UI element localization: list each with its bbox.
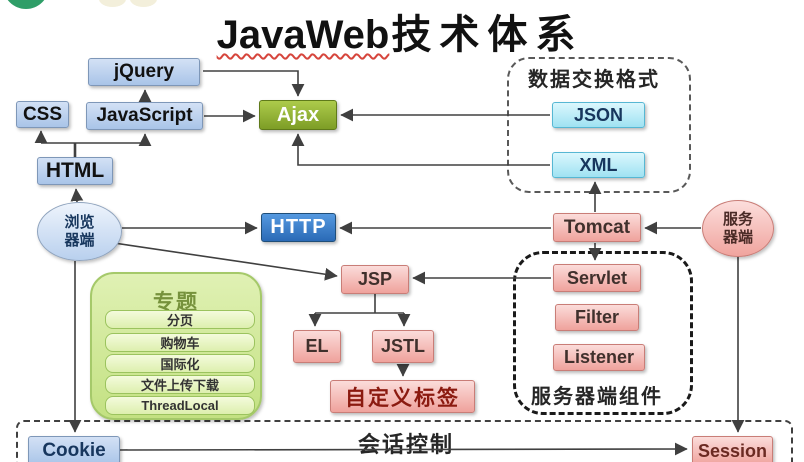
topic-item-threadlocal: ThreadLocal — [105, 396, 255, 415]
browser-label-line1: 浏览 — [64, 214, 95, 232]
title-latin: JavaWeb — [216, 13, 390, 57]
node-browser-client: 浏览 器端 — [37, 202, 122, 261]
node-jquery: jQuery — [88, 58, 200, 86]
topics-label: 专题 — [153, 291, 199, 314]
node-xml: XML — [552, 152, 645, 178]
group-server-components-label: 服务器端组件 — [531, 386, 663, 408]
node-css: CSS — [16, 101, 69, 128]
node-ajax: Ajax — [259, 100, 337, 130]
topic-item-upload: 文件上传下载 — [105, 375, 255, 394]
node-jstl: JSTL — [372, 330, 434, 363]
page-title: JavaWeb技术体系 — [40, 2, 760, 60]
node-filter: Filter — [555, 304, 639, 331]
title-cjk: 技术体系 — [391, 12, 584, 57]
group-server-components — [513, 251, 693, 415]
node-http: HTTP — [261, 213, 336, 242]
node-custom-tag: 自定义标签 — [330, 380, 475, 413]
node-session: Session — [692, 436, 773, 462]
topics-panel: 专题 分页 购物车 国际化 文件上传下载 ThreadLocal — [90, 272, 262, 420]
node-server-endpoint: 服务 器端 — [702, 200, 774, 257]
node-el: EL — [293, 330, 341, 363]
node-tomcat: Tomcat — [553, 213, 641, 242]
node-cookie: Cookie — [28, 436, 120, 462]
node-javascript: JavaScript — [86, 102, 203, 130]
pale-logo-right — [130, 0, 157, 7]
topic-item-pagination: 分页 — [105, 310, 255, 329]
node-listener: Listener — [553, 344, 645, 371]
browser-label-line2: 器端 — [64, 231, 95, 249]
topic-item-cart: 购物车 — [105, 333, 255, 352]
server-label-line2: 器端 — [722, 228, 753, 246]
node-jsp: JSP — [341, 265, 409, 294]
group-session-control-label: 会话控制 — [358, 432, 455, 457]
topic-item-i18n: 国际化 — [105, 354, 255, 373]
server-label-line1: 服务 — [722, 211, 753, 229]
pale-logo-left — [99, 0, 126, 7]
node-json: JSON — [552, 102, 645, 128]
node-servlet: Servlet — [553, 264, 641, 292]
node-html: HTML — [37, 157, 113, 185]
group-data-exchange-label: 数据交换格式 — [528, 69, 660, 91]
group-session-control — [16, 420, 793, 462]
green-circle-logo — [3, 0, 49, 9]
